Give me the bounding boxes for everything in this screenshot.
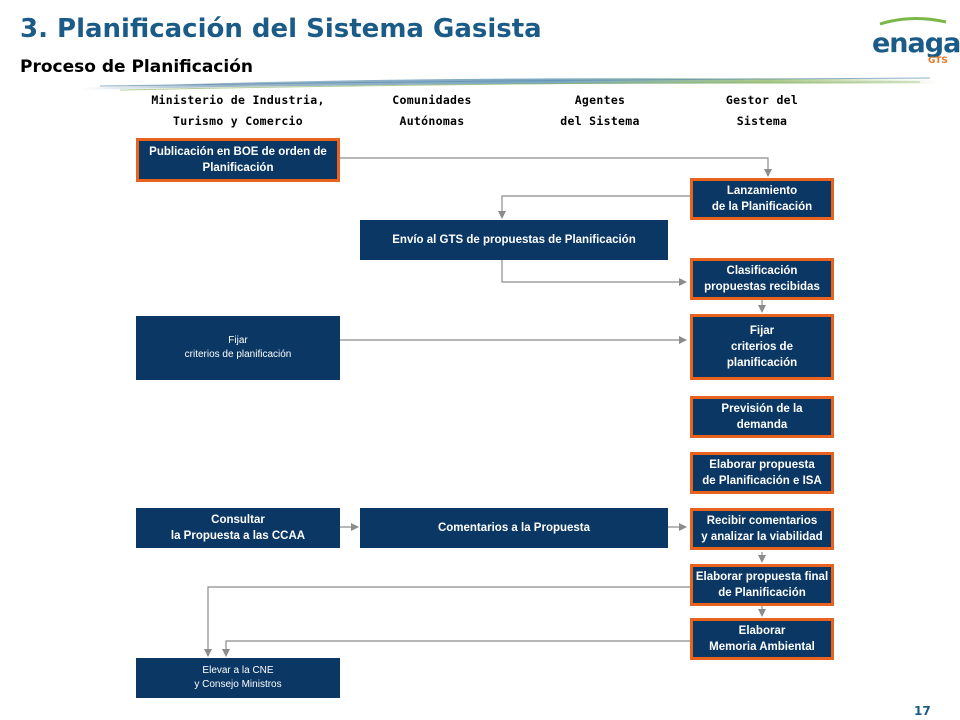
box-envio-gts: Envío al GTS de propuestas de Planificac… xyxy=(360,220,668,260)
connector-envio-to-clasificacion xyxy=(501,260,687,286)
box-fijar-gestor: Fijar criterios de planificación xyxy=(690,314,834,380)
header-banner xyxy=(80,77,940,91)
column-header-ministerio: Ministerio de Industria, Turismo y Comer… xyxy=(151,93,325,128)
box-propuesta-final: Elaborar propuesta final de Planificació… xyxy=(690,564,834,606)
connector-memoria-to-elevar xyxy=(222,640,690,657)
box-elaborar-propuesta: Elaborar propuesta de Planificación e IS… xyxy=(690,452,834,494)
box-memoria-ambiental: Elaborar Memoria Ambiental xyxy=(690,618,834,660)
box-publicacion-boe: Publicación en BOE de orden de Planifica… xyxy=(136,138,340,182)
column-header-comunidades: Comunidades Autónomas xyxy=(392,93,472,128)
column-header-agentes: Agentes del Sistema xyxy=(560,93,640,128)
enagas-logo-swoosh-icon xyxy=(879,16,947,26)
logo-gts: GTS xyxy=(928,56,948,66)
page-title: 3. Planificación del Sistema Gasista xyxy=(20,14,542,44)
box-prevision: Previsión de la demanda xyxy=(690,396,834,438)
connector-boe-to-lanzamiento xyxy=(340,157,772,177)
box-lanzamiento: Lanzamiento de la Planificación xyxy=(690,178,834,220)
column-header-gestor: Gestor del Sistema xyxy=(725,93,799,128)
box-recibir-comentarios: Recibir comentarios y analizar la viabil… xyxy=(690,508,834,550)
page-subtitle: Proceso de Planificación xyxy=(20,57,253,77)
box-clasificacion: Clasificación propuestas recibidas xyxy=(690,258,834,300)
box-fijar-ministerio: Fijar criterios de planificación xyxy=(136,316,340,380)
box-comentarios: Comentarios a la Propuesta xyxy=(360,508,668,548)
enagas-logo: enagas GTS xyxy=(872,16,960,68)
logo-wordmark: enagas xyxy=(872,28,960,59)
box-elevar-cne: Elevar a la CNE y Consejo Ministros xyxy=(136,658,340,698)
box-consultar: Consultar la Propuesta a las CCAA xyxy=(136,508,340,548)
connector-lanzamiento-to-envio xyxy=(498,195,690,219)
connector-final-to-elevar xyxy=(204,586,690,657)
page-number: 17 xyxy=(914,704,931,718)
